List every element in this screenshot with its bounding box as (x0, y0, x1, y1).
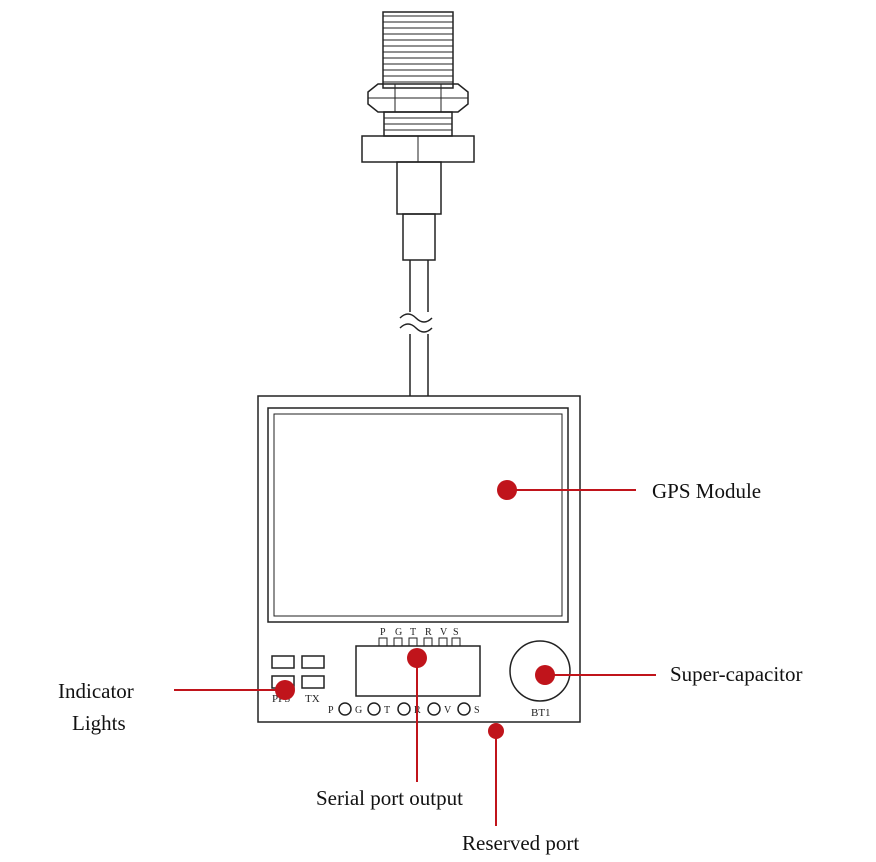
header-pin (423, 637, 433, 647)
reserved-port-marker (488, 723, 504, 739)
pad (457, 702, 471, 716)
header-pin-label: G (395, 627, 402, 638)
pad (427, 702, 441, 716)
pcb-board: PPS TX P G T R V S P G T R (257, 395, 581, 723)
header-pin (438, 637, 448, 647)
header-pin (408, 637, 418, 647)
header-pin (378, 637, 388, 647)
pad-label: G (355, 705, 362, 716)
super-capacitor-label: Super-capacitor (670, 662, 803, 686)
break-mark-top (399, 313, 433, 323)
indicator-lights-label-line2: Lights (72, 711, 126, 735)
gps-module-label: GPS Module (652, 479, 761, 503)
header-pin-label: S (453, 627, 459, 638)
serial-port-marker (407, 648, 427, 668)
header-pin-label: R (425, 627, 432, 638)
callouts: GPS Module Super-capacitor Indicator Lig… (58, 479, 803, 855)
pad (367, 702, 381, 716)
tx-led-label: TX (305, 693, 320, 705)
pad-label: T (384, 705, 390, 716)
board-outline (257, 395, 581, 723)
led-pad (301, 655, 325, 669)
gps-module-inner (273, 413, 563, 617)
sma-connector (361, 11, 475, 261)
connector-body (396, 161, 442, 215)
gps-module-shield (267, 407, 569, 623)
indicator-lights-label-line1: Indicator (58, 679, 134, 703)
led-pad (271, 655, 295, 669)
pad-label: V (444, 705, 452, 716)
antenna-cable (399, 260, 433, 396)
pad-label: P (328, 705, 334, 716)
pad-label: S (474, 705, 480, 716)
break-mark-bottom (399, 323, 433, 333)
indicator-lights-marker (275, 680, 295, 700)
header-pin-label: P (380, 627, 386, 638)
header-pin-label: T (410, 627, 416, 638)
reserved-port-pads: P G T R V S (328, 702, 480, 716)
header-pin (393, 637, 403, 647)
pad (397, 702, 411, 716)
capacitor-label: BT1 (531, 707, 551, 719)
reserved-port-label: Reserved port (462, 831, 579, 855)
gps-module-marker (497, 480, 517, 500)
serial-port-output-label: Serial port output (316, 786, 463, 810)
connector-threads (382, 11, 454, 89)
thread-lines (383, 15, 453, 83)
tx-led (301, 675, 325, 689)
header-pin-label: V (440, 627, 448, 638)
header-pin (451, 637, 461, 647)
super-capacitor-marker (535, 665, 555, 685)
hex-nut (367, 83, 469, 113)
connector-neck (402, 213, 436, 261)
super-capacitor-outline (509, 640, 571, 702)
pad (338, 702, 352, 716)
